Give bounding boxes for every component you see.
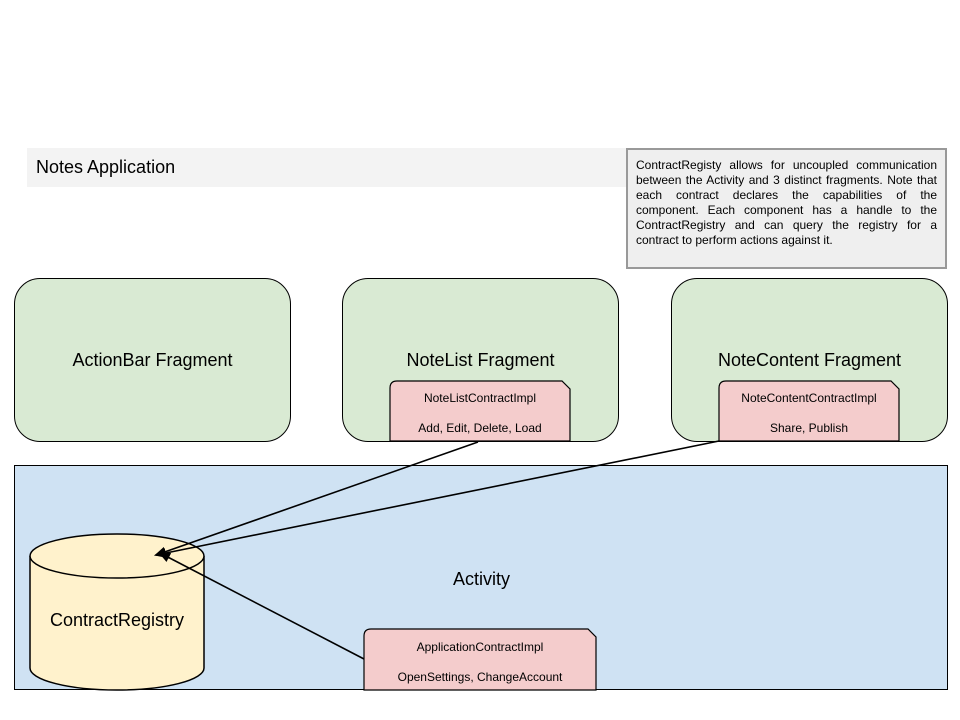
notelist-fragment-label: NoteList Fragment	[406, 350, 555, 370]
notecontent-contract-capabilities: Share, Publish	[769, 421, 849, 435]
application-contract-name: ApplicationContractImpl	[416, 640, 544, 654]
notecontent-contract-name: NoteContentContractImpl	[741, 391, 877, 405]
description-note: ContractRegisty allows for uncoupled com…	[626, 148, 947, 269]
page-title: Notes Application	[27, 148, 627, 187]
activity-container: Activity	[14, 465, 948, 690]
actionbar-fragment-label: ActionBar Fragment	[72, 350, 233, 370]
notecontent-fragment-label: NoteContent Fragment	[717, 350, 902, 370]
activity-label: Activity	[453, 569, 511, 589]
notelist-fragment: NoteList Fragment	[342, 278, 619, 442]
application-contract-capabilities: OpenSettings, ChangeAccount	[397, 670, 563, 684]
notecontent-fragment: NoteContent Fragment	[671, 278, 948, 442]
actionbar-fragment: ActionBar Fragment	[14, 278, 291, 442]
page-title-text: Notes Application	[36, 157, 176, 177]
description-note-text: ContractRegisty allows for uncoupled com…	[636, 158, 937, 247]
notelist-contract-capabilities: Add, Edit, Delete, Load	[418, 421, 542, 435]
contract-registry-label: ContractRegistry	[49, 610, 185, 630]
notelist-contract-name: NoteListContractImpl	[423, 391, 537, 405]
